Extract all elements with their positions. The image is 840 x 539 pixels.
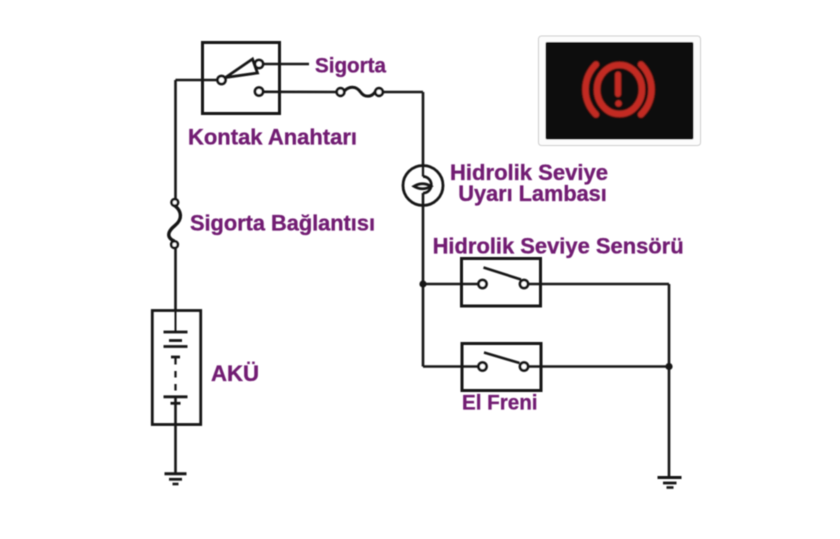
svg-text:El Freni: El Freni xyxy=(462,391,538,415)
svg-text:Hidrolik Seviye Sensörü: Hidrolik Seviye Sensörü xyxy=(433,234,684,259)
svg-text:AKÜ: AKÜ xyxy=(211,361,259,386)
svg-text:Sigorta: Sigorta xyxy=(315,54,387,78)
svg-text:Sigorta Bağlantısı: Sigorta Bağlantısı xyxy=(190,211,375,236)
svg-text:Uyarı Lambası: Uyarı Lambası xyxy=(458,181,607,206)
svg-text:Hidrolik Seviye: Hidrolik Seviye xyxy=(450,160,608,185)
svg-text:Kontak Anahtarı: Kontak Anahtarı xyxy=(188,125,357,150)
